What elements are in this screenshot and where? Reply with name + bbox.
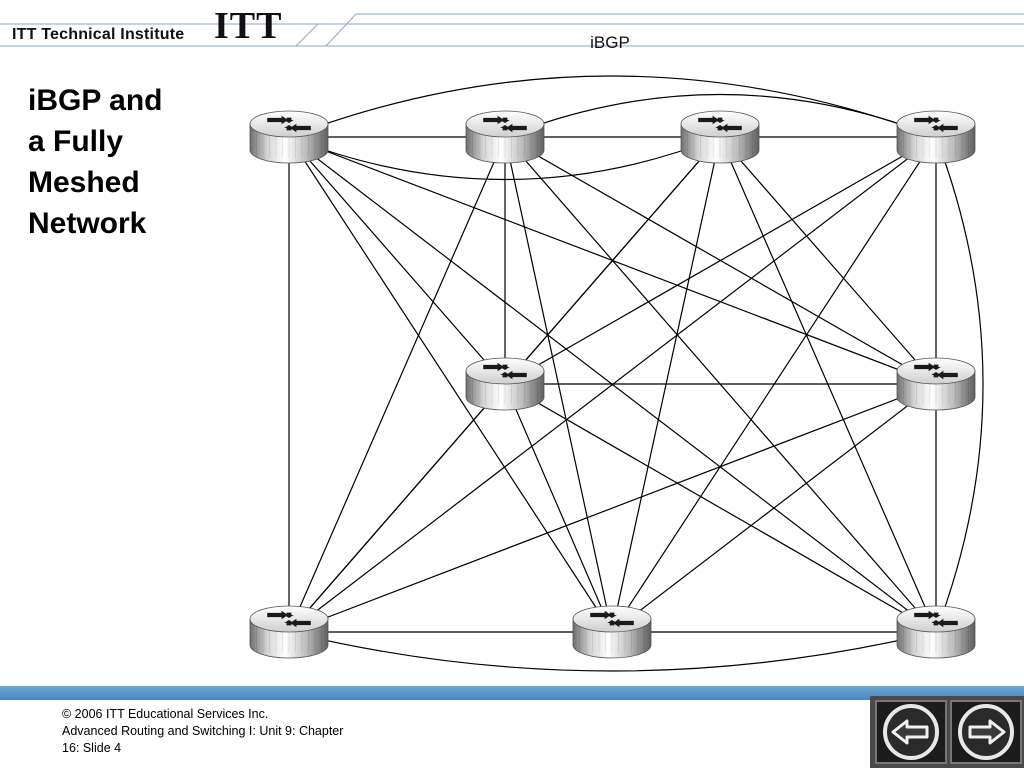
slide-title-line: Network: [28, 207, 147, 240]
footer-text: © 2006 ITT Educational Services Inc. Adv…: [62, 706, 343, 757]
router-icon: [249, 110, 329, 164]
router-icon: [465, 357, 545, 411]
link-r4-r9: [935, 136, 984, 633]
router-icon: [896, 605, 976, 659]
router-icon: [896, 110, 976, 164]
brand-name: ITT Technical Institute: [12, 26, 185, 43]
router-icon: [680, 110, 760, 164]
slide-number-text: 16: Slide 4: [62, 741, 122, 755]
link-r1-r4: [288, 75, 937, 138]
link-r1-r8: [288, 136, 613, 633]
link-r7-r9: [288, 631, 937, 672]
copyright-text: © 2006 ITT Educational Services Inc.: [62, 707, 269, 721]
link-r6-r8: [611, 383, 937, 633]
link-r5-r8: [504, 383, 613, 633]
itt-logo: ITT: [214, 5, 283, 47]
arrow-left-icon: [883, 704, 939, 760]
slide-title-line: a Fully: [28, 125, 124, 158]
slide-header: ITT Technical Institute ITT iBGP: [0, 0, 1024, 62]
link-r2-r4: [504, 93, 937, 138]
slide-title-line: Meshed: [28, 166, 140, 199]
router-icon: [896, 357, 976, 411]
header-decoration: [0, 13, 1024, 47]
link-r5-r7: [288, 383, 506, 633]
routers: [249, 110, 976, 659]
header-title: iBGP: [590, 33, 630, 52]
next-slide-button[interactable]: [950, 700, 1022, 764]
slide-title: iBGP and a Fully Meshed Network: [28, 80, 228, 244]
footer-bar: [0, 686, 1024, 700]
previous-slide-button[interactable]: [875, 700, 947, 764]
link-r3-r6: [719, 136, 937, 385]
course-text: Advanced Routing and Switching I: Unit 9…: [62, 724, 344, 738]
router-icon: [465, 110, 545, 164]
mesh-links: [288, 75, 984, 672]
link-r2-r7: [288, 136, 506, 633]
arrow-right-icon: [958, 704, 1014, 760]
slide-title-line: iBGP and: [28, 84, 163, 117]
link-r5-r9: [504, 383, 937, 633]
router-icon: [249, 605, 329, 659]
link-r6-r7: [288, 383, 937, 633]
link-r1-r5: [288, 136, 506, 385]
link-r4-r5: [504, 136, 937, 385]
nav-buttons: [870, 696, 1024, 768]
router-icon: [572, 605, 652, 659]
full-mesh-diagram: [249, 75, 984, 672]
